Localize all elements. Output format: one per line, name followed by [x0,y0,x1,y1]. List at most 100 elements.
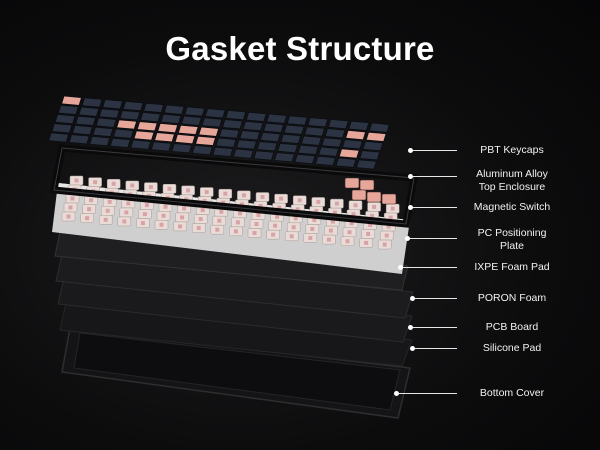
keycap-dark [54,113,76,125]
keycap-dark [324,128,346,139]
switch-stem [277,205,282,210]
keycap-pink [366,191,382,203]
keycap-pink [365,131,387,142]
keycap-pink [157,122,179,134]
silicone-pad-label-line: Silicone Pad [482,342,542,354]
keycap-dark [119,110,141,121]
keycap-dark [89,135,111,147]
pbt-keycaps-callout-dot [407,147,413,153]
switch-stem [326,237,331,242]
keycap-pink [154,132,175,143]
switch-stem [219,209,224,214]
switch-stem [111,181,116,186]
keycap-dark [204,108,226,119]
switch-stem [105,208,110,213]
pcb-board-label-line: PCB Board [485,321,539,333]
switch-stem [312,217,317,222]
switch-stem [293,216,298,221]
top-enclosure-label-line: Top Enclosure [478,181,546,193]
magnetic-switch-label: Magnetic Switch [452,201,572,214]
keycap-dark [184,106,206,117]
keycap-dark [321,137,343,148]
silicone-pad-label: Silicone Pad [452,342,572,355]
switch-stem [291,225,296,230]
switch-stem [273,223,278,228]
keycap-dark [253,150,275,161]
switch-stem [289,234,294,239]
ixpe-foam-leader-line [403,267,457,268]
switch-stem [353,203,358,208]
switch-stem [368,222,373,227]
switch-stem [142,212,147,217]
switch-stem [366,231,371,236]
keycap-dark [98,108,120,119]
switch-stem [159,222,164,227]
keycap-dark [283,124,305,135]
switch-stem [308,235,313,240]
switch-stem [87,207,92,212]
keycap-dark [68,134,90,145]
switch-stem [237,211,242,216]
keycap-dark [335,157,357,168]
poron-foam-callout-dot [409,295,415,301]
top-enclosure-layer [49,144,419,228]
keycap-dark [201,117,223,128]
keycap-dark [286,115,308,126]
switch-stem [372,204,377,209]
switch-stem [364,240,369,245]
magnetic-switch-label-line: Magnetic Switch [473,201,551,213]
switch-stem [74,178,79,183]
keycap-dark [48,132,70,143]
switch-stem [148,185,153,190]
switch-stem [217,218,222,223]
bottom-cover-leader-line [399,393,457,394]
switch-stem [204,190,209,195]
keycap-dark [232,148,254,159]
switch-stem [180,215,185,220]
positioning-plate-label-line: Plate [500,240,524,252]
keycaps-layer [48,95,397,205]
poron-foam-label-line: PORON Foam [477,292,547,304]
switch-stem [316,199,321,204]
top-enclosure-callout-dot [407,173,413,179]
keycap-dark [307,117,329,128]
pbt-keycaps-label: PBT Keycaps [452,144,572,157]
pbt-keycaps-leader-line [413,150,457,151]
ixpe-foam-callout-dot [397,264,403,270]
top-enclosure-leader-line [413,176,457,177]
keycap-dark [277,142,299,154]
switch-stem [70,196,75,201]
keycap-dark [341,139,363,150]
silicone-pad-callout-dot [409,345,415,351]
switch-stem [182,206,187,211]
switch-stem [370,213,375,218]
switch-stem [328,228,333,233]
keycap-dark [109,137,131,148]
keycap-dark [359,150,381,161]
bottom-cover-label-line: Bottom Cover [479,387,545,399]
switch-stem [196,226,201,231]
switch-stem [334,201,339,206]
switch-stem [382,242,387,247]
keycap-pink [116,119,138,130]
switch-stem [260,195,265,199]
ixpe-foam-label-line: IXPE Foam Pad [474,261,550,273]
switch-stem [198,217,203,222]
switch-stem [68,205,73,210]
switch-stem [233,229,238,234]
keycap-dark [236,139,258,150]
silicone-pad-leader-line [415,348,457,349]
keycap-dark [280,133,302,144]
keycap-pink [344,177,360,189]
keycap-pink [351,189,367,201]
keycap-dark [212,146,234,157]
keycap-pink [198,126,220,137]
switch-stem [347,230,352,235]
bottom-cover-label: Bottom Cover [452,387,572,400]
keycap-dark [75,115,97,126]
switch-stem [85,216,90,221]
switch-stem [241,193,246,198]
keycap-dark [218,128,240,139]
keycap-dark [304,126,326,137]
